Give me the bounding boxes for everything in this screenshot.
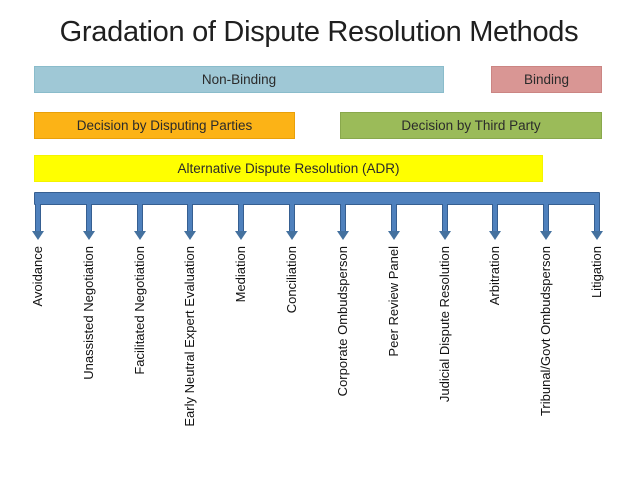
method-label: Peer Review Panel (386, 246, 401, 357)
band-adr: Alternative Dispute Resolution (ADR) (34, 155, 543, 182)
band-binding-label: Binding (523, 72, 570, 87)
method-label: Judicial Dispute Resolution (437, 246, 452, 403)
band-binding: Binding (491, 66, 602, 93)
method-label: Mediation (233, 246, 248, 303)
band-non-binding: Non-Binding (34, 66, 444, 93)
method-label: Avoidance (30, 246, 45, 307)
band-adr-label: Alternative Dispute Resolution (ADR) (177, 161, 400, 176)
method-arrow-stem (340, 204, 346, 232)
down-arrow-icon (337, 231, 349, 240)
band-decision-third-party-label: Decision by Third Party (401, 118, 541, 133)
down-arrow-icon (540, 231, 552, 240)
down-arrow-icon (489, 231, 501, 240)
down-arrow-icon (439, 231, 451, 240)
method-arrow-stem (137, 204, 143, 232)
gradation-axis-bar (34, 192, 600, 205)
down-arrow-icon (134, 231, 146, 240)
method-arrow-stem (187, 204, 193, 232)
down-arrow-icon (83, 231, 95, 240)
method-arrow-stem (543, 204, 549, 232)
down-arrow-icon (184, 231, 196, 240)
method-label: Conciliation (284, 246, 299, 314)
method-label: Tribunal/Govt Ombudsperson (538, 246, 553, 417)
page-title: Gradation of Dispute Resolution Methods (59, 16, 579, 48)
method-arrow-stem (35, 204, 41, 232)
down-arrow-icon (235, 231, 247, 240)
down-arrow-icon (388, 231, 400, 240)
method-arrow-stem (289, 204, 295, 232)
method-arrow-stem (391, 204, 397, 232)
method-label: Unassisted Negotiation (81, 246, 96, 380)
method-label: Early Neutral Expert Evaluation (182, 246, 197, 427)
band-decision-disputing-parties: Decision by Disputing Parties (34, 112, 295, 139)
method-label: Facilitated Negotiation (132, 246, 147, 375)
method-label: Arbitration (487, 246, 502, 306)
method-arrow-stem (442, 204, 448, 232)
method-label: Litigation (589, 246, 604, 299)
method-arrow-stem (86, 204, 92, 232)
down-arrow-icon (32, 231, 44, 240)
method-arrow-stem (238, 204, 244, 232)
down-arrow-icon (591, 231, 603, 240)
band-decision-third-party: Decision by Third Party (340, 112, 602, 139)
method-arrow-stem (492, 204, 498, 232)
method-arrow-stem (594, 204, 600, 232)
down-arrow-icon (286, 231, 298, 240)
method-label: Corporate Ombudsperson (335, 246, 350, 397)
band-decision-disputing-parties-label: Decision by Disputing Parties (76, 118, 253, 133)
band-non-binding-label: Non-Binding (201, 72, 277, 87)
